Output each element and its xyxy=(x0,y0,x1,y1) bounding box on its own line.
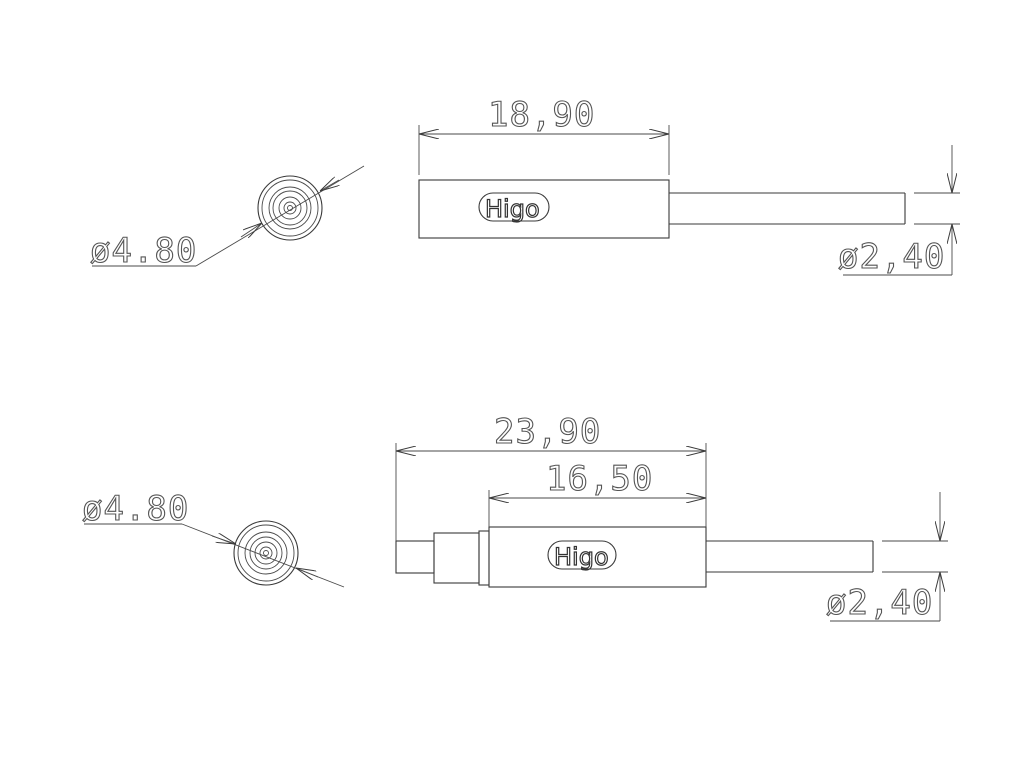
top-end-diameter-label: ø4.80 xyxy=(90,231,197,271)
bottom-end-diameter-label: ø4.80 xyxy=(82,489,189,529)
bottom-end-view xyxy=(84,520,345,588)
bottom-body-dimension xyxy=(488,490,706,527)
top-length-label: 18,90 xyxy=(488,95,595,135)
bottom-logo-badge xyxy=(547,540,617,570)
top-end-view xyxy=(92,165,365,267)
bottom-overall-dimension xyxy=(395,443,707,541)
bottom-pin-dimension xyxy=(830,492,948,622)
bottom-body-length-label: 16,50 xyxy=(546,459,653,499)
bottom-side-view xyxy=(395,526,874,588)
top-pin-diameter-label: ø2,40 xyxy=(838,237,945,277)
top-pin-dimension xyxy=(843,145,960,276)
bottom-overall-length-label: 23,90 xyxy=(494,412,601,452)
top-brand-logo: Higo xyxy=(485,195,540,223)
top-side-view xyxy=(418,179,906,239)
top-length-dimension xyxy=(418,125,670,175)
top-logo-badge xyxy=(478,192,550,222)
bottom-brand-logo: Higo xyxy=(554,543,609,571)
bottom-pin-diameter-label: ø2,40 xyxy=(826,583,933,623)
